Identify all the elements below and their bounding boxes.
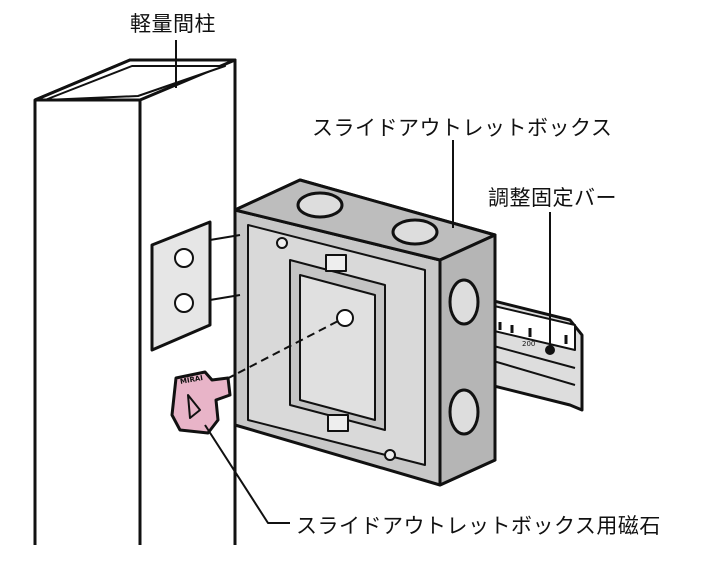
leader-lines [175, 40, 555, 524]
mounting-plate [150, 220, 241, 352]
label-outlet-box: スライドアウトレットボックス [312, 116, 613, 140]
bar-scale-mark: 200 [522, 340, 536, 348]
magnet [170, 370, 232, 435]
label-adjust-bar: 調整固定バー [488, 186, 617, 210]
label-steel-stud: 軽量間柱 [130, 12, 216, 36]
label-magnet: スライドアウトレットボックス用磁石 [296, 514, 661, 538]
outlet-box [233, 178, 497, 487]
